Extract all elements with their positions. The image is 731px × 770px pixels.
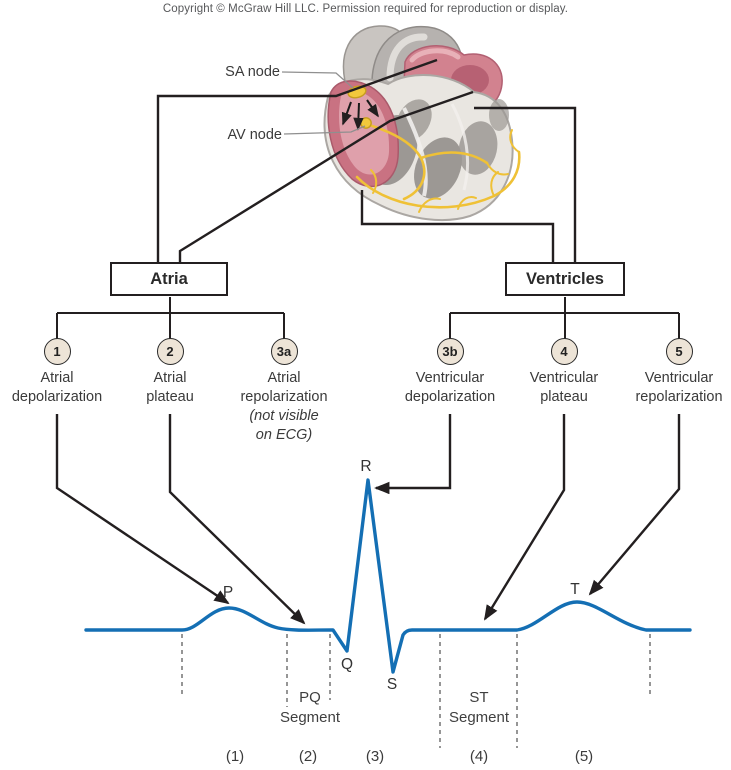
arrow-4-to-st-segment — [483, 414, 566, 621]
branch-tree-ventricles — [449, 297, 680, 339]
left-atrium-highlight — [409, 48, 461, 63]
sa-node-callout-line — [281, 71, 354, 89]
event-label-line: Ventricular — [644, 370, 714, 386]
arrow-2-to-pq-segment — [168, 414, 306, 625]
event-label-line: repolarization — [240, 389, 328, 406]
event-label-line: Atrial — [267, 370, 301, 386]
event-label-1: Atrial depolarization — [12, 369, 102, 407]
arrow-5-to-t-wave — [588, 414, 681, 596]
event-circle-5: 5 — [665, 338, 693, 365]
event-number-5: 5 — [675, 344, 683, 359]
event-number-3a: 3a — [276, 344, 292, 359]
event-label-note-line: (not visible — [249, 408, 319, 425]
connector-atria-upper — [156, 58, 438, 262]
event-label-5: Ventricular repolarization — [635, 369, 722, 407]
st-segment-line: ST — [469, 689, 489, 706]
event-label-2: Atrial plateau — [146, 369, 194, 407]
copyright-text: Copyright © McGraw Hill LLC. Permission … — [162, 3, 569, 15]
event-circle-3a: 3a — [270, 338, 298, 365]
event-label-line: Ventricular — [529, 370, 599, 386]
aorta-highlight — [386, 33, 428, 82]
event-label-line: plateau — [540, 389, 588, 406]
event-label-line: Atrial — [40, 370, 74, 386]
event-label-line: repolarization — [635, 389, 723, 406]
event-number-4: 4 — [560, 344, 568, 359]
phase-number-5: (5) — [574, 748, 594, 765]
event-label-line: Atrial — [153, 370, 187, 386]
atria-box: Atria — [110, 262, 228, 296]
ecg-trace — [84, 478, 692, 674]
atria-box-label: Atria — [150, 269, 188, 288]
septum-highlight — [402, 107, 428, 197]
pq-segment-line: PQ — [299, 689, 321, 706]
arrow-1-to-p-wave — [55, 414, 230, 605]
st-segment-label: ST Segment — [449, 688, 509, 728]
heart-illustration — [281, 25, 521, 221]
s-wave-label: S — [386, 676, 398, 693]
event-circle-4: 4 — [550, 338, 578, 365]
event-label-3b: Ventricular depolarization — [405, 369, 495, 407]
purkinje-fibers — [355, 123, 521, 213]
p-wave-label: P — [222, 584, 234, 601]
event-label-line: Ventricular — [415, 370, 485, 386]
event-circle-1: 1 — [43, 338, 71, 365]
phase-number-2: (2) — [298, 748, 318, 765]
event-label-note-line: on ECG) — [255, 427, 313, 444]
ventricles-box: Ventricles — [505, 262, 625, 296]
pq-segment-line: Segment — [279, 709, 341, 726]
r-wave-label: R — [360, 458, 372, 475]
impulse-arrows — [341, 99, 379, 131]
t-wave-label: T — [570, 581, 580, 598]
event-circle-2: 2 — [156, 338, 184, 365]
event-label-4: Ventricular plateau — [530, 369, 599, 407]
connector-ventricles-side — [474, 106, 577, 262]
event-circle-3b: 3b — [436, 338, 464, 365]
sa-node-label: SA node — [225, 64, 280, 80]
phase-number-4: (4) — [469, 748, 489, 765]
av-node-label: AV node — [227, 127, 282, 143]
phase-number-1: (1) — [225, 748, 245, 765]
arrow-3b-to-r-wave — [374, 414, 452, 495]
event-label-line: depolarization — [11, 389, 103, 406]
event-number-1: 1 — [53, 344, 61, 359]
event-label-line: depolarization — [404, 389, 496, 406]
pq-segment-label: PQ Segment — [280, 688, 340, 728]
av-node-callout-line — [283, 125, 366, 135]
event-label-line: plateau — [146, 389, 194, 406]
event-number-2: 2 — [166, 344, 174, 359]
wall-highlight — [450, 103, 470, 191]
connector-ventricles-apex — [360, 190, 555, 262]
event-number-3b: 3b — [442, 344, 458, 359]
branch-tree-atria — [56, 297, 285, 339]
phase-number-3: (3) — [365, 748, 385, 765]
connector-atria-lower — [178, 90, 474, 262]
event-label-3a: Atrial repolarization (not visible on EC… — [240, 369, 327, 446]
ventricles-box-label: Ventricles — [526, 269, 604, 288]
st-segment-line: Segment — [448, 709, 510, 726]
q-wave-label: Q — [340, 656, 354, 673]
